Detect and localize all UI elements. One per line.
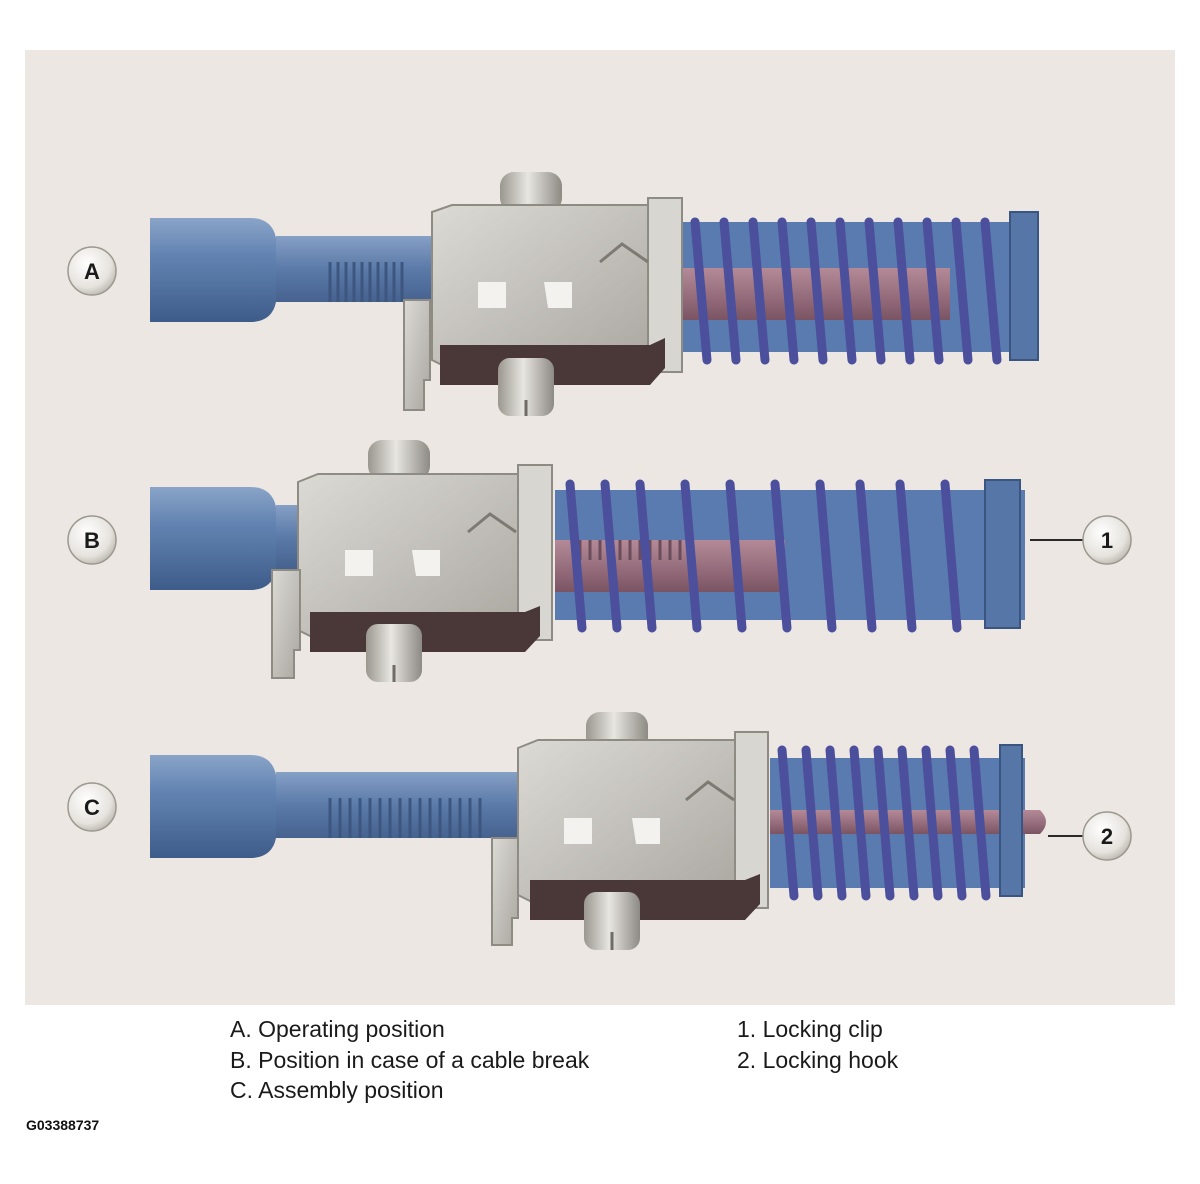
housing-collar-a — [647, 197, 683, 373]
bottom-clip-c — [530, 874, 760, 920]
spring-a — [690, 217, 1002, 365]
top-knob-b — [368, 440, 430, 480]
housing-window-2-b — [412, 550, 440, 576]
callout-b: B — [67, 515, 117, 565]
rod-threads-a — [328, 262, 404, 302]
end-cap-a — [1009, 211, 1039, 361]
housing-collar-b — [517, 464, 553, 641]
figure-id: G03388737 — [26, 1117, 100, 1133]
housing-notch-a — [599, 242, 649, 264]
housing-window-1-b — [345, 550, 373, 576]
housing-notch-c — [685, 780, 735, 802]
side-bracket-b — [271, 569, 301, 679]
legend-item-c: C. Assembly position — [230, 1077, 444, 1103]
cable-sheath-c — [150, 755, 276, 858]
bottom-knob-b — [366, 624, 422, 682]
spring-b — [565, 479, 962, 633]
locking-clip-b — [984, 479, 1021, 629]
legend-item-2: 2. Locking hook — [737, 1047, 899, 1073]
callout-a: A — [67, 246, 117, 296]
callout-2-label: 2 — [1101, 824, 1113, 849]
callout-c-label: C — [84, 795, 100, 820]
callout-c: C — [67, 782, 117, 832]
housing-window-1-a — [478, 282, 506, 308]
threaded-rod-a — [276, 236, 456, 302]
end-cap-c — [999, 744, 1023, 897]
threaded-rod-c — [276, 772, 536, 838]
legend-item-a: A. Operating position — [230, 1016, 445, 1042]
rod-threads-c — [328, 798, 482, 838]
housing-window-1-c — [564, 818, 592, 844]
callout-a-label: A — [84, 259, 100, 284]
callout-b-label: B — [84, 528, 100, 553]
side-bracket-a — [403, 299, 431, 411]
bottom-clip-a — [440, 338, 665, 385]
legend-item-b: B. Position in case of a cable break — [230, 1047, 590, 1073]
callout-1: 1 — [1030, 515, 1132, 565]
bottom-knob-c — [584, 892, 640, 950]
cable-sheath-b — [150, 487, 276, 590]
callout-2: 2 — [1048, 811, 1132, 861]
spring-c — [777, 745, 991, 901]
housing-notch-b — [467, 512, 517, 534]
bottom-knob-a — [498, 358, 554, 416]
housing-collar-c — [734, 731, 769, 909]
callout-1-label: 1 — [1101, 528, 1113, 553]
assembly-a — [150, 172, 1039, 416]
assembly-c — [150, 712, 1046, 950]
legend-item-1: 1. Locking clip — [737, 1016, 883, 1042]
assembly-b — [150, 440, 1025, 682]
housing-window-2-a — [544, 282, 572, 308]
housing-window-2-c — [632, 818, 660, 844]
bottom-clip-b — [310, 606, 540, 652]
cable-sheath-a — [150, 218, 276, 322]
side-bracket-c — [491, 837, 519, 946]
top-knob-a — [500, 172, 562, 212]
